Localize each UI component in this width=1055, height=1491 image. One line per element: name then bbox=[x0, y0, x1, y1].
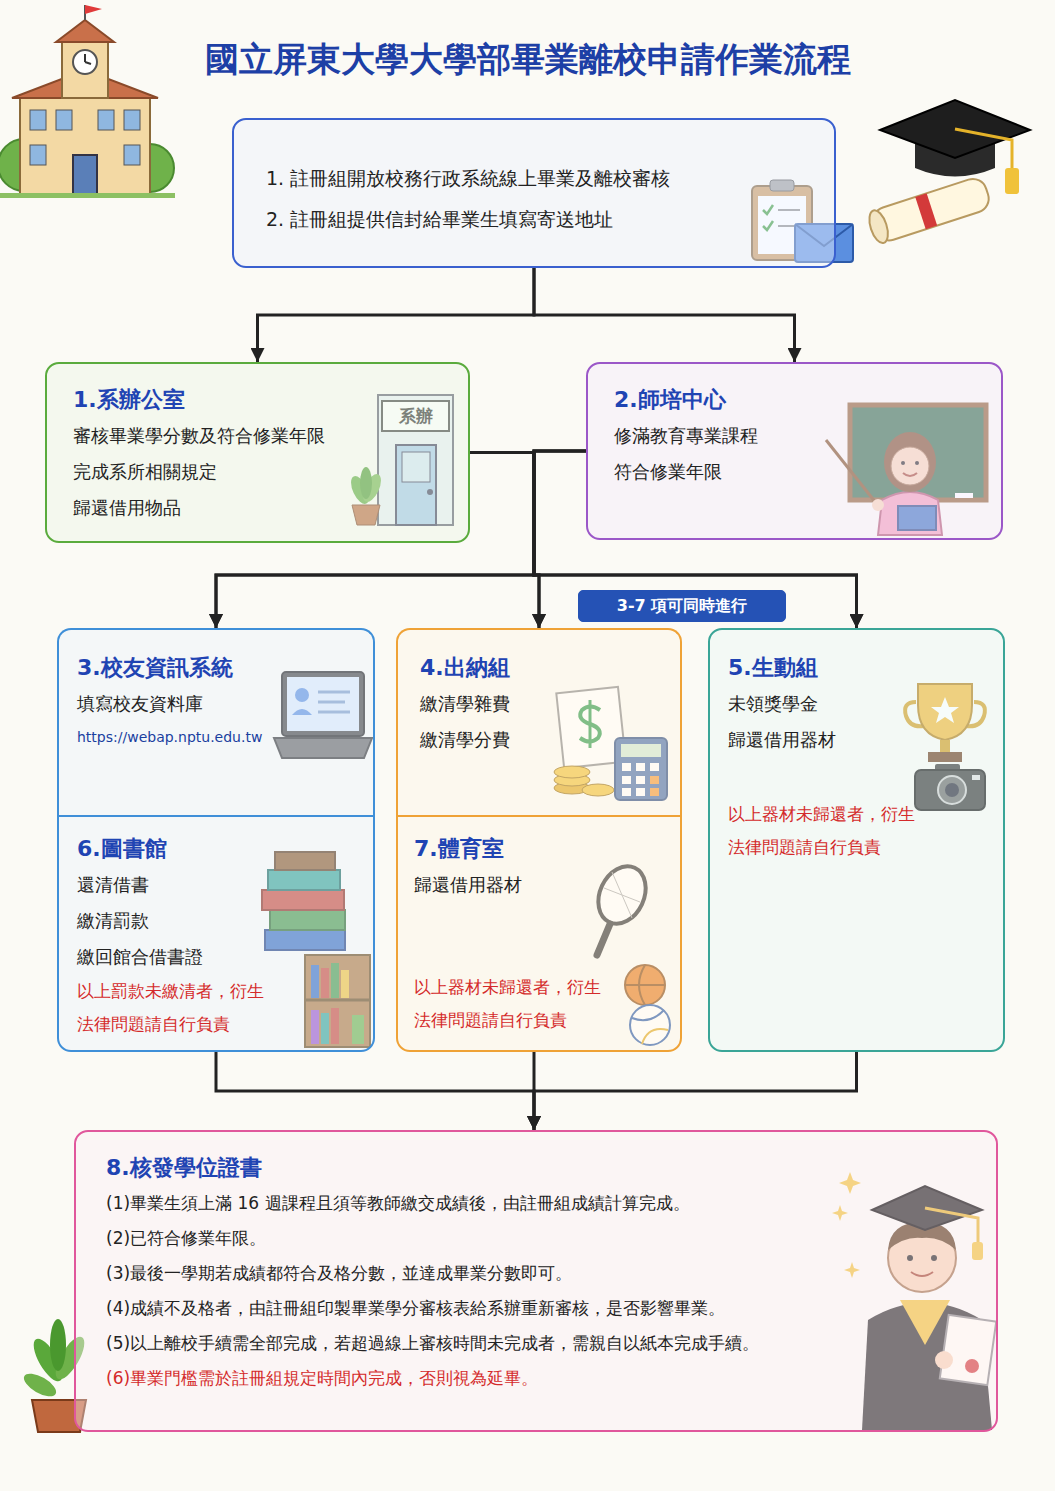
url-text: https://webap.nptu.edu.tw bbox=[77, 722, 357, 752]
box-heading: 2.師培中心 bbox=[614, 382, 981, 418]
graduation-cap-part bbox=[1005, 168, 1019, 194]
school-building-part bbox=[62, 40, 108, 98]
school-building-part bbox=[0, 193, 175, 198]
box-heading: 6.圖書館 bbox=[77, 831, 357, 867]
box-item: 完成系所相關規定 bbox=[73, 454, 448, 490]
flow-arrow bbox=[534, 268, 795, 362]
box-item: 還清借書 bbox=[77, 867, 357, 903]
flow-arrow bbox=[216, 1052, 534, 1130]
step-box: 7.體育室歸還借用器材以上器材未歸還者，衍生 法律問題請自行負責 bbox=[396, 815, 682, 1052]
box-item: 繳清學雜費 bbox=[420, 686, 666, 722]
warning-rule: (6)畢業門檻需於註冊組規定時間內完成，否則視為延畢。 bbox=[106, 1361, 866, 1396]
box-item: 審核畢業學分數及符合修業年限 bbox=[73, 418, 448, 454]
school-building-part bbox=[73, 50, 97, 74]
school-building-part bbox=[30, 110, 46, 130]
box-item: 填寫校友資料庫 bbox=[77, 686, 357, 722]
school-building-part bbox=[124, 145, 140, 165]
box-item: 修滿教育專業課程 bbox=[614, 418, 981, 454]
graduation-cap-part bbox=[955, 129, 1012, 170]
school-building-part bbox=[56, 110, 72, 130]
rule-item: (5)以上離校手續需全部完成，若超過線上審核時間未完成者，需親自以紙本完成手續。 bbox=[106, 1326, 866, 1361]
box-item: 未領獎學金 bbox=[728, 686, 989, 722]
flow-arrow bbox=[258, 268, 535, 362]
step-box: 1.系辦公室審核畢業學分數及符合修業年限完成系所相關規定歸還借用物品 bbox=[45, 362, 470, 543]
box-heading: 8.核發學位證書 bbox=[106, 1150, 976, 1186]
page-title: 國立屏東大學大學部畢業離校申請作業流程 bbox=[0, 36, 1055, 82]
warning-note: 以上器材未歸還者，衍生 法律問題請自行負責 bbox=[728, 798, 989, 864]
step-box: 4.出納組繳清學雜費繳清學分費 bbox=[396, 628, 682, 815]
box-item: 符合修業年限 bbox=[614, 454, 981, 490]
badge-text: 3-7 項可同時進行 bbox=[587, 592, 777, 619]
rule-item: (2)已符合修業年限。 bbox=[106, 1221, 866, 1256]
school-building-part bbox=[98, 110, 114, 130]
potted-plant-part bbox=[50, 1319, 66, 1371]
graduation-cap bbox=[866, 100, 1030, 245]
note-badge: 3-7 項可同時進行 bbox=[578, 590, 786, 622]
flow-arrow bbox=[470, 453, 539, 629]
school-building-part bbox=[20, 95, 150, 195]
school-building-part bbox=[85, 62, 91, 64]
step-box: 5.生動組未領獎學金歸還借用器材以上器材未歸還者，衍生 法律問題請自行負責 bbox=[708, 628, 1005, 1052]
flow-arrow bbox=[534, 1052, 857, 1130]
result-box: 8.核發學位證書(1)畢業生須上滿 16 週課程且須等教師繳交成績後，由註冊組成… bbox=[74, 1130, 998, 1432]
school-building-part bbox=[85, 5, 102, 14]
step-box: 2.師培中心修滿教育專業課程符合修業年限 bbox=[586, 362, 1003, 540]
rule-item: (1)畢業生須上滿 16 週課程且須等教師繳交成績後，由註冊組成績計算完成。 bbox=[106, 1186, 866, 1221]
potted-plant-part bbox=[20, 1369, 59, 1401]
school-building-part bbox=[124, 110, 140, 130]
box-item: 繳回館合借書證 bbox=[77, 939, 357, 975]
step-box: 3.校友資訊系統填寫校友資料庫https://webap.nptu.edu.tw bbox=[57, 628, 375, 815]
school-building-part bbox=[84, 54, 86, 62]
graduation-cap-part bbox=[866, 175, 993, 245]
box-heading: 3.校友資訊系統 bbox=[77, 650, 357, 686]
warning-note: 以上器材未歸還者，衍生 法律問題請自行負責 bbox=[414, 971, 666, 1037]
rule-item: (4)成績不及格者，由註冊組印製畢業學分審核表給系辦重新審核，是否影響畢業。 bbox=[106, 1291, 866, 1326]
box-heading: 1.系辦公室 bbox=[73, 382, 448, 418]
school-building bbox=[0, 5, 175, 198]
box-heading: 4.出納組 bbox=[420, 650, 666, 686]
box-heading: 7.體育室 bbox=[414, 831, 666, 867]
box-item: 繳清罰款 bbox=[77, 903, 357, 939]
step-item: 1. 註冊組開放校務行政系統線上畢業及離校審核 bbox=[266, 158, 814, 199]
graduation-cap-part bbox=[915, 193, 937, 229]
step-item: 2. 註冊組提供信封給畢業生填寫寄送地址 bbox=[266, 199, 814, 240]
box-heading: 5.生動組 bbox=[728, 650, 989, 686]
box-item: 繳清學分費 bbox=[420, 722, 666, 758]
warning-note: 以上罰款未繳清者，衍生 法律問題請自行負責 bbox=[77, 975, 357, 1041]
rule-item: (3)最後一學期若成績都符合及格分數，並達成畢業分數即可。 bbox=[106, 1256, 866, 1291]
school-building-part bbox=[30, 145, 46, 165]
box-item: 歸還借用器材 bbox=[728, 722, 989, 758]
box-item: 歸還借用器材 bbox=[414, 867, 666, 903]
box-item: 歸還借用物品 bbox=[73, 490, 448, 526]
school-building-part bbox=[73, 155, 97, 195]
graduation-cap-part bbox=[866, 208, 892, 245]
start-box: 1. 註冊組開放校務行政系統線上畢業及離校審核2. 註冊組提供信封給畢業生填寫寄… bbox=[232, 118, 836, 268]
school-building-part bbox=[56, 20, 114, 42]
step-box: 6.圖書館還清借書繳清罰款繳回館合借書證以上罰款未繳清者，衍生 法律問題請自行負… bbox=[57, 815, 375, 1052]
